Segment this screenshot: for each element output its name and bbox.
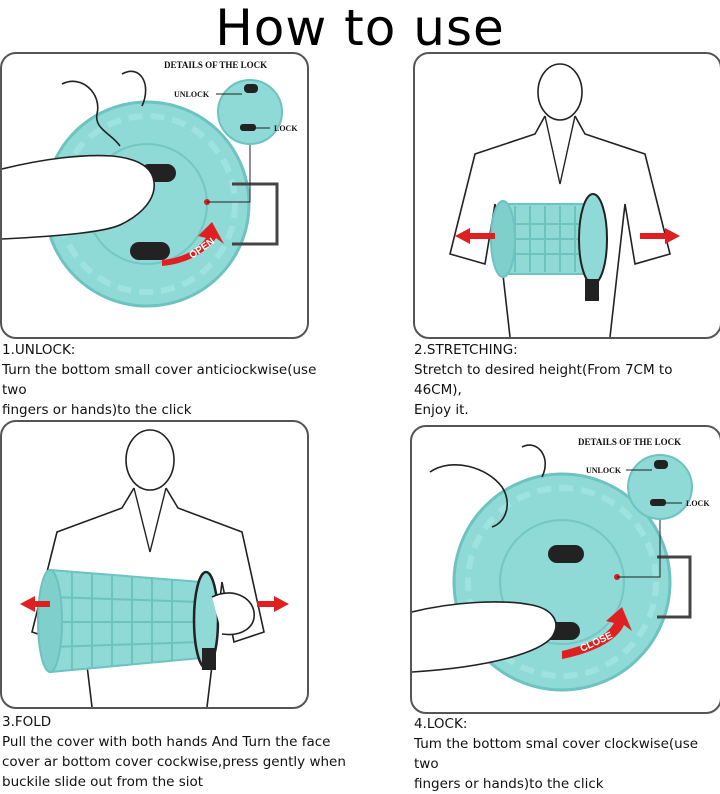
step-text-line: fingers or hands)to the click: [2, 402, 192, 418]
unlock-illustration-panel: DETAILS OF THE LOCK UNLOCK LOCK OPEN: [0, 52, 309, 339]
details-of-lock-label: DETAILS OF THE LOCK: [578, 437, 681, 447]
step-text-line: Stretch to desired height(From 7CM to 46…: [414, 362, 673, 398]
step-heading: 2.STRETCHING:: [414, 342, 518, 358]
stretching-caption: 2.STRETCHING: Stretch to desired height(…: [414, 340, 719, 420]
lock-label: LOCK: [274, 124, 298, 133]
stretching-illustration-panel: [413, 52, 720, 339]
step-text-line: Pull the cover with both hands And Turn …: [2, 734, 331, 750]
step-text-line: Enjoy it.: [414, 402, 469, 418]
lock-illustration: DETAILS OF THE LOCK UNLOCK LOCK CLOSE: [412, 437, 710, 692]
step-heading: 4.LOCK:: [414, 716, 468, 732]
fold-illustration: [20, 429, 289, 707]
lock-label: LOCK: [686, 499, 710, 508]
unlock-label: UNLOCK: [586, 466, 622, 475]
step-text-line: fingers or hands)to the click: [414, 776, 604, 792]
details-of-lock-label: DETAILS OF THE LOCK: [164, 60, 267, 70]
fold-illustration-panel: [0, 420, 309, 709]
step-text-line: buckile slide out from the siot: [2, 774, 204, 790]
stretching-illustration: [449, 63, 680, 337]
step-text-line: cover ar bottom cover cockwise,press gen…: [2, 754, 346, 770]
page-title: How to use: [215, 0, 505, 57]
step-heading: 1.UNLOCK:: [2, 342, 76, 358]
lock-illustration-panel: DETAILS OF THE LOCK UNLOCK LOCK CLOSE: [410, 425, 720, 714]
unlock-illustration: DETAILS OF THE LOCK UNLOCK LOCK OPEN: [2, 60, 298, 308]
unlock-caption: 1.UNLOCK: Turn the bottom small cover an…: [2, 340, 342, 420]
step-text-line: Turn the bottom small cover anticiockwis…: [2, 362, 317, 398]
step-text-line: Tum the bottom smal cover clockwise(use …: [414, 736, 699, 772]
lock-caption: 4.LOCK: Tum the bottom smal cover clockw…: [414, 714, 719, 794]
step-heading: 3.FOLD: [2, 714, 52, 730]
fold-caption: 3.FOLD Pull the cover with both hands An…: [2, 712, 347, 792]
unlock-label: UNLOCK: [174, 90, 210, 99]
